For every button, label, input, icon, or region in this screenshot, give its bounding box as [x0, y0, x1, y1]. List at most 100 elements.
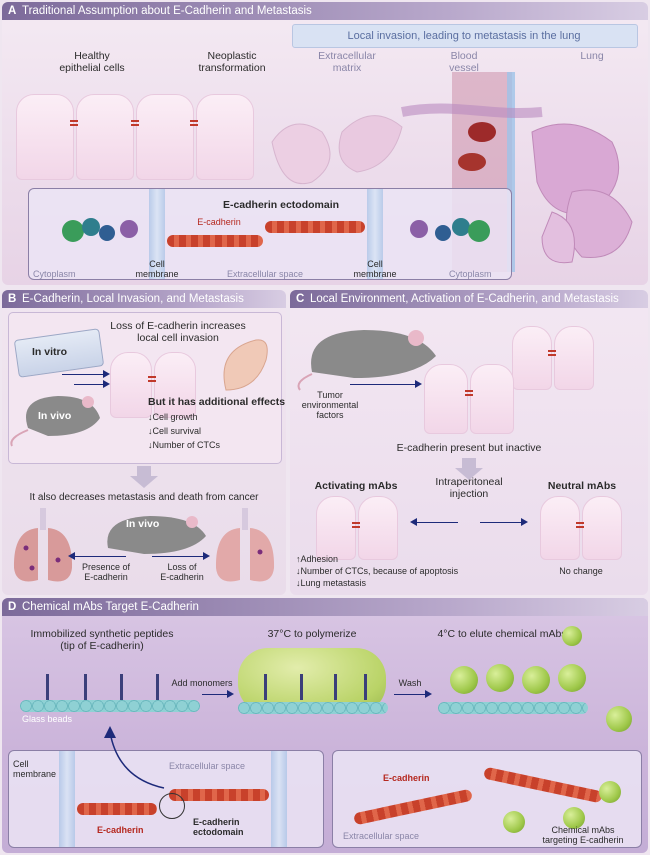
down-arrow-icon	[455, 458, 483, 480]
add-monomers-label: Add monomers	[171, 678, 233, 688]
wash-label: Wash	[398, 678, 422, 688]
decreases-text: It also decreases metastasis and death f…	[29, 492, 259, 503]
presence-arrow	[68, 552, 126, 560]
ecadherin-label: E-cadherin	[383, 773, 430, 783]
peptide-icon	[264, 674, 277, 700]
epithelial-cell	[136, 94, 194, 180]
invasion-label: Local invasion, leading to metastasis in…	[347, 30, 581, 42]
chemical-mab-icon	[562, 626, 582, 646]
cytoplasm-left-label: Cytoplasm	[33, 269, 76, 279]
cadherin-junction-icon	[131, 120, 139, 126]
elute-label: 4°C to elute chemical mAbs	[437, 628, 567, 640]
peptide-icon	[300, 674, 313, 700]
panel-c-letter: C	[296, 293, 305, 305]
peptide-icon	[364, 674, 377, 700]
ecadherin-label: E-cadherin	[97, 825, 144, 835]
ecadherin-chain	[169, 789, 269, 801]
polymerize-label: 37°C to polymerize	[267, 628, 357, 640]
loss-arrow	[152, 552, 210, 560]
peptide-icon	[156, 674, 169, 700]
panel-d: D Chemical mAbs Target E-Cadherin Immobil…	[2, 598, 648, 853]
glass-beads	[438, 702, 588, 714]
add-monomers-arrow	[202, 690, 234, 698]
panel-a: A Traditional Assumption about E-Cadherin…	[2, 2, 648, 285]
in-vivo-label: In vivo	[38, 410, 72, 422]
result-item: ↓Number of CTCs, because of apoptosis	[296, 566, 459, 576]
ectodomain-inset: E-cadherin ectodomain E-cadherin Cytopla…	[28, 188, 512, 280]
inactive-cell	[470, 364, 514, 434]
extracellular-space-label: Extracellular space	[169, 761, 246, 771]
no-change-label: No change	[559, 566, 603, 576]
activated-cell	[358, 496, 398, 560]
loss-text: Loss of E-cadherin increases local cell …	[110, 320, 246, 344]
in-vivo-arrow	[74, 380, 110, 388]
chemical-mab-icon	[522, 666, 550, 694]
cell-membrane-left	[149, 189, 165, 279]
effect-item: ↓Cell growth	[148, 412, 198, 422]
glass-beads-label: Glass beads	[22, 714, 73, 724]
mouse-icon	[10, 396, 100, 447]
glass-beads	[238, 702, 388, 714]
chemical-mab-icon	[486, 664, 514, 692]
protein-complex-left-icon	[62, 218, 138, 242]
immobilized-label: Immobilized synthetic peptides (tip of E…	[30, 628, 174, 652]
neutral-mabs-label: Neutral mAbs	[547, 480, 617, 492]
epithelial-cell	[554, 326, 594, 390]
chemical-mab-icon	[558, 664, 586, 692]
invading-cell	[110, 352, 152, 418]
ecadherin-chain	[353, 788, 473, 826]
present-inactive-label: E-cadherin present but inactive	[396, 442, 542, 454]
neoplastic-label: Neoplastic transformation	[198, 50, 266, 74]
tumor-factors-arrow	[350, 380, 422, 388]
cell-membrane	[59, 751, 75, 847]
in-vivo-2-label: In vivo	[126, 518, 160, 530]
ectodomain-label: E-cadherin ectodomain	[193, 817, 244, 837]
cadherin-junction-icon	[148, 376, 156, 382]
ectodomain-label: E-cadherin ectodomain	[222, 199, 340, 211]
tumor-factors-label: Tumor environmental factors	[301, 390, 359, 420]
lungs-right-icon	[215, 508, 275, 582]
effect-item: ↓Cell survival	[148, 426, 202, 436]
in-vitro-label: In vitro	[32, 346, 68, 358]
ecadherin-chain	[77, 803, 157, 815]
epithelial-cell	[76, 94, 134, 180]
peptide-icon	[46, 674, 59, 700]
down-arrow-icon	[130, 466, 158, 488]
curved-arrow-icon	[104, 726, 165, 789]
invasion-header	[292, 24, 638, 48]
chemical-mabs-label: Chemical mAbs targeting E-cadherin	[542, 825, 624, 845]
protein-complex-right-icon	[410, 218, 490, 242]
ecadherin-chain	[483, 766, 603, 804]
ecadherin-chain-left	[167, 235, 263, 247]
panel-a-title: Traditional Assumption about E-Cadherin …	[22, 5, 312, 17]
peptide-icon	[84, 674, 97, 700]
epithelial-cell	[196, 94, 254, 180]
panel-d-title: Chemical mAbs Target E-Cadherin	[22, 601, 199, 613]
cell-membrane-label: Cell membrane	[13, 759, 57, 779]
loss-label: Loss of E-cadherin	[160, 562, 204, 582]
result-item: ↑Adhesion	[296, 554, 339, 564]
neutral-cell	[540, 496, 580, 560]
presence-label: Presence of E-cadherin	[81, 562, 131, 582]
effect-item: ↓Number of CTCs	[148, 440, 221, 450]
peptide-icon	[334, 674, 347, 700]
chemical-mab-icon	[599, 781, 621, 803]
panel-d-letter: D	[8, 601, 17, 613]
epithelial-cell	[16, 94, 74, 180]
cadherin-junction-icon	[548, 350, 556, 356]
activating-arrow	[410, 518, 458, 526]
panel-a-letter: A	[8, 5, 17, 17]
chemical-mab-icon	[606, 706, 632, 732]
cytoplasm-right-label: Cytoplasm	[449, 269, 492, 279]
peptide-tip-highlight	[159, 793, 185, 819]
healthy-label: Healthy epithelial cells	[59, 50, 125, 74]
wash-arrow	[394, 690, 432, 698]
glass-beads	[20, 700, 200, 712]
extracellular-space-label: Extracellular space	[226, 269, 304, 279]
ecadherin-inset-right: E-cadherin Extracellular space Chemical …	[332, 750, 642, 848]
chemical-mab-icon	[563, 807, 585, 829]
lung-label: Lung	[580, 50, 604, 62]
